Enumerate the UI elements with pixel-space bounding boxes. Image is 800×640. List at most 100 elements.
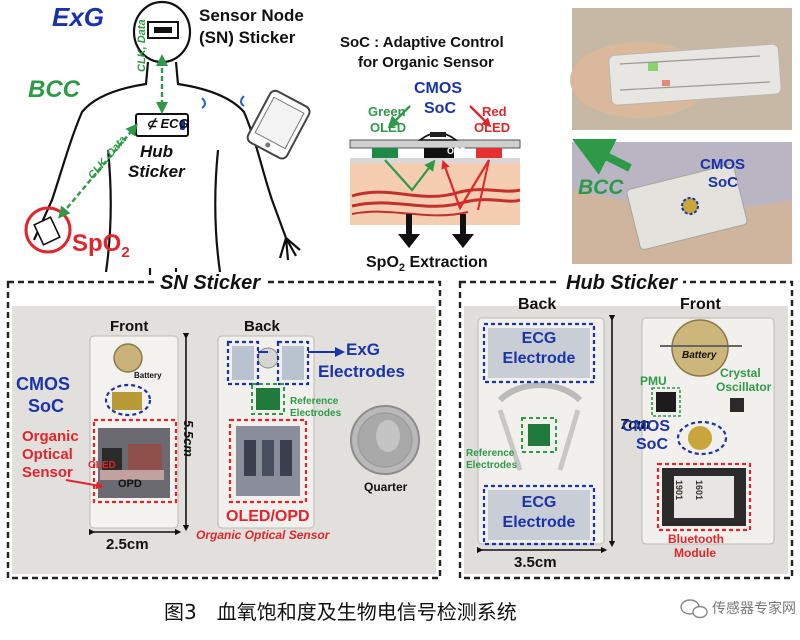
quarter-coin [350, 405, 420, 475]
sn-soc-label: SoC [28, 396, 64, 416]
spo2-label: SpO2 [72, 230, 130, 261]
extraction-arrows [398, 214, 474, 248]
sn-back-label: Back [244, 318, 280, 335]
crystal-label-1: Crystal [720, 366, 761, 380]
sn-ref-label-1: Reference [290, 396, 339, 407]
exg-electrodes-label-1: ExG [346, 340, 381, 359]
sn-cmos-label: CMOS [16, 374, 70, 394]
soc-title-line1: SoC : Adaptive Control [340, 34, 504, 51]
soc-soc-label: SoC [424, 100, 456, 117]
exg-label: ExG [52, 2, 105, 32]
cmos-to-green-arrow [387, 105, 411, 129]
sn-ref-highlight [251, 383, 285, 415]
opd-pad-label: OPD [447, 146, 467, 156]
green-light-path [384, 159, 436, 192]
red-light-path [441, 159, 490, 211]
bcc-label: BCC [28, 76, 80, 103]
sensor-node-label-1: Sensor Node [199, 6, 304, 25]
red-oled-pad [476, 148, 502, 158]
sn-ref-label-2: Electrodes [290, 408, 342, 419]
red-oled-label-1: Red [482, 104, 507, 119]
sn-opd-label: OPD [118, 478, 142, 490]
extraction-spo: SpO [366, 254, 399, 271]
hub-ecg-bottom-label-1: ECG [521, 494, 557, 511]
blood-vessel-3 [351, 210, 469, 217]
soc-cmos-label: CMOS [414, 80, 462, 97]
oled-opd-label: OLED/OPD [226, 508, 310, 525]
green-oled-label-1: Green [368, 104, 406, 119]
hub-sticker-label-2: Sticker [128, 162, 185, 181]
hand-outline [278, 237, 301, 261]
organic-label-3: Sensor [22, 464, 73, 481]
sn-exg-highlight-left [226, 340, 260, 386]
sensor-node-label-2: (SN) Sticker [199, 28, 296, 47]
pmu-label: PMU [640, 374, 667, 388]
green-oled-label-2: OLED [370, 120, 407, 135]
organic-label-2: Optical [22, 446, 73, 463]
hub-front-label: Front [680, 296, 721, 313]
bluetooth-wave-1 [201, 97, 207, 109]
clk-data-label-vertical: CLK, Data [136, 19, 148, 72]
organic-optical-sensor-label: Organic Optical Sensor [196, 528, 330, 542]
exg-electrodes-label-2: Electrodes [318, 362, 405, 381]
sn-width-label: 2.5cm [106, 536, 149, 553]
chip-code-1: 1901 [674, 480, 684, 501]
opd-pad [424, 148, 454, 158]
sn-panel-title: SN Sticker [154, 272, 267, 295]
hub-cmos-label: CMOS [622, 418, 670, 435]
hub-soc-label: SoC [636, 436, 668, 453]
sn-organic-sensor-arrow [65, 479, 104, 490]
blood-vessel-2 [351, 198, 521, 208]
hub-back-sticker [477, 317, 605, 545]
figure-caption: 图3 血氧饱和度及生物电信号检测系统 [164, 600, 517, 624]
spo2-text: SpO [72, 230, 122, 257]
hub-ref-highlight [521, 417, 557, 453]
sn-exg-highlight-right [276, 340, 310, 386]
crystal-label-2: Oscillator [716, 380, 772, 394]
soc-title-line2: for Organic Sensor [358, 54, 494, 71]
organic-label-1: Organic [22, 428, 79, 445]
photo-cmos-label: CMOS [700, 156, 745, 173]
hub-sticker-label-1: Hub [140, 142, 174, 161]
hub-ecg-top-label-1: ECG [521, 330, 557, 347]
hub-ecg-label: ⊄ ECG [146, 116, 189, 132]
bluetooth-label-2: Module [674, 546, 716, 560]
hub-ecg-top-label-2: Electrode [502, 350, 576, 367]
hub-width-label: 3.5cm [514, 554, 557, 571]
sn-organic-sensor-highlight [92, 418, 178, 504]
sn-oled-opd-highlight [228, 418, 308, 504]
bluetooth-wave-2 [239, 95, 245, 107]
extraction-subscript: 2 [398, 262, 406, 275]
hub-bluetooth-highlight [656, 462, 752, 532]
sn-front-sticker [89, 335, 179, 529]
hub-cmos-soc-highlight [676, 420, 728, 456]
hub-front-sticker [641, 317, 775, 545]
sn-front-label: Front [110, 318, 149, 335]
ecg-text: ECG [160, 116, 189, 131]
ecg-symbol-icon: ⊄ [146, 116, 161, 131]
hub-pmu-highlight [651, 387, 681, 417]
sn-height-label: 5.5cm [181, 420, 196, 457]
spo2-extraction-label: SpO2 Extraction [366, 254, 488, 274]
hub-back-label: Back [518, 296, 557, 313]
spo2-subscript: 2 [121, 243, 130, 261]
smartphone-icon [246, 89, 311, 160]
chip-code-2: 1601 [694, 480, 704, 501]
hub-ref-label-2: Electrodes [466, 460, 518, 471]
wechat-icon [680, 599, 708, 619]
photo-soc-label: SoC [708, 174, 738, 191]
photo-bcc-label: BCC [578, 176, 624, 199]
hub-height-label: 7cm [620, 416, 651, 433]
hub-battery-label: Battery [682, 350, 717, 361]
hub-ecg-bottom-label-2: Electrode [502, 514, 576, 531]
soc-board [349, 139, 521, 149]
sn-back-sticker [217, 335, 315, 529]
red-oled-label-2: OLED [474, 120, 511, 135]
spo2-wrist-ring [24, 206, 72, 254]
bcc-path-wrist-to-hub [58, 123, 138, 219]
green-oled-pad [372, 148, 398, 158]
hub-panel-title: Hub Sticker [560, 272, 684, 295]
photo-finger-sensor [570, 8, 792, 130]
quarter-label: Quarter [364, 480, 408, 494]
